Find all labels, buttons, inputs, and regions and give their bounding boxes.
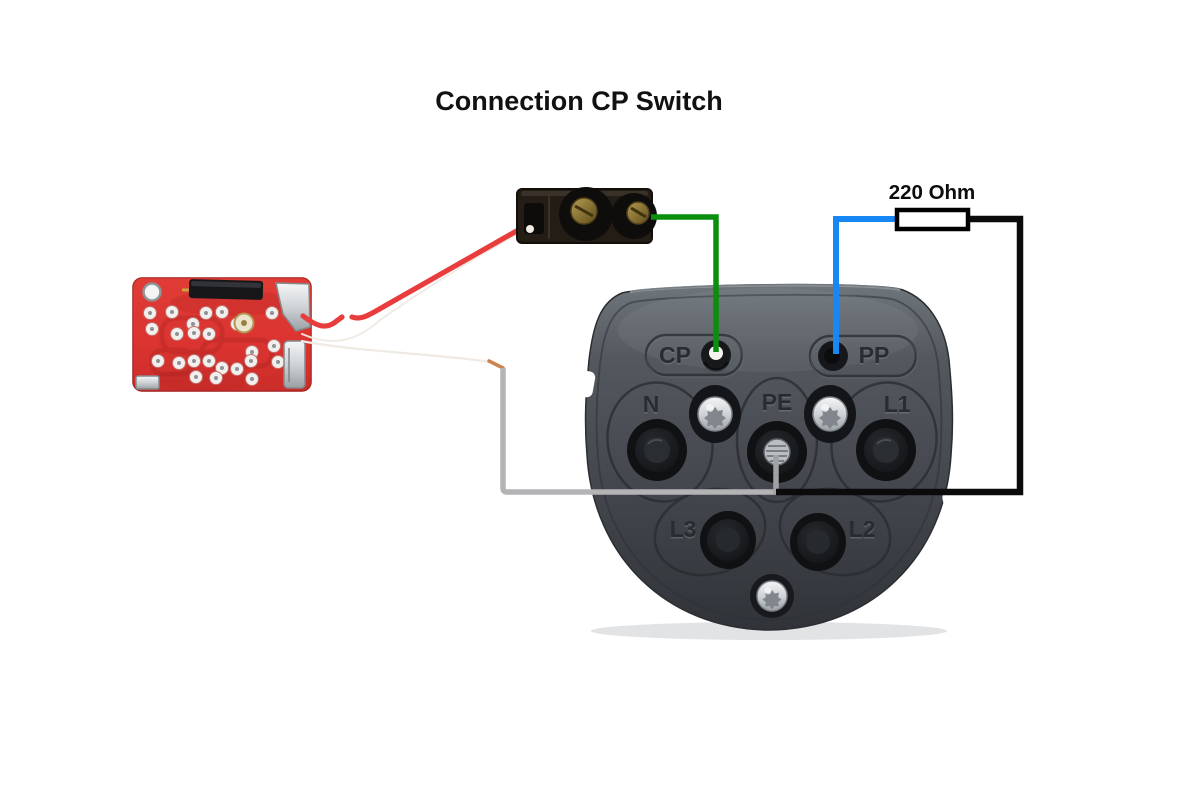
l1-label-highlight: L1 [884, 393, 911, 419]
connector-rim-highlight [629, 283, 901, 294]
type2-connector: CP CP PP PP N N PE PE L1 L1 L3 L3 L2 L2 [576, 283, 964, 640]
white-signal-wire [300, 339, 491, 364]
white-twist-strand [301, 230, 524, 342]
connector-shadow [591, 622, 947, 640]
bottom-torx-screw [750, 574, 794, 618]
gray-pe-wire [500, 368, 776, 495]
pcb-to-pe-wire [300, 339, 505, 370]
connector-right-notch [942, 489, 964, 521]
pe-socket [747, 421, 807, 483]
solder-joint [487, 359, 505, 370]
pcb-to-switch-wire [300, 224, 530, 342]
connector-left-notch [576, 370, 596, 398]
resistor: 220 Ohm [889, 181, 976, 232]
red-signal-wire [300, 226, 523, 329]
circuit-wires [500, 214, 1024, 496]
l3-label: L3 [670, 516, 697, 542]
n-label-highlight: N [643, 393, 660, 419]
pcb-mounting-hole [142, 282, 162, 302]
resistor-body [894, 207, 971, 232]
torx-screw-left [689, 385, 741, 443]
n-socket [627, 419, 687, 481]
switch-brass-screw-1 [570, 197, 598, 225]
connector-inner-ridge [595, 293, 943, 621]
pp-label-highlight: PP [859, 344, 890, 370]
pcb-trimmer-center [241, 320, 247, 326]
pcb-shade-blotch [150, 370, 260, 390]
switch-brass-screw-2 [626, 201, 650, 225]
pcb-solder-pads [143, 305, 285, 386]
l2-label: L2 [849, 516, 876, 542]
l1-socket [856, 419, 916, 481]
pcb-metal-clips [135, 282, 311, 390]
pcb-black-component [181, 279, 264, 300]
l3-socket [700, 511, 756, 569]
blue-pp-wire [833, 216, 897, 354]
control-pcb [132, 277, 312, 392]
torx-screw-right [804, 385, 856, 443]
pe-label: PE [762, 389, 793, 415]
resistor-label: 220 Ohm [889, 181, 976, 204]
engraved-outlines-highlight [646, 336, 918, 379]
pp-label: PP [859, 342, 890, 368]
l2-socket [790, 513, 846, 571]
cp-pin-hole [701, 340, 731, 372]
pe-label-highlight: PE [762, 391, 793, 417]
pe-engraving [735, 376, 819, 504]
l1-label: L1 [884, 391, 911, 417]
pp-engraving [808, 334, 918, 378]
green-cp-wire [651, 214, 719, 352]
pin-labels: CP CP PP PP N N PE PE L1 L1 L3 L3 L2 L2 [643, 342, 911, 544]
black-pe-wire [776, 215, 1024, 496]
cp-switch-terminal-block [516, 187, 657, 244]
l2-label-highlight: L2 [849, 518, 876, 544]
cp-label-highlight: CP [659, 344, 691, 370]
l3-label-highlight: L3 [670, 518, 697, 544]
cp-engraving [644, 333, 744, 377]
switch-wire-entry [526, 225, 534, 233]
cp-label: CP [659, 342, 691, 368]
n-label: N [643, 391, 660, 417]
page-title: Connection CP Switch [435, 86, 723, 116]
